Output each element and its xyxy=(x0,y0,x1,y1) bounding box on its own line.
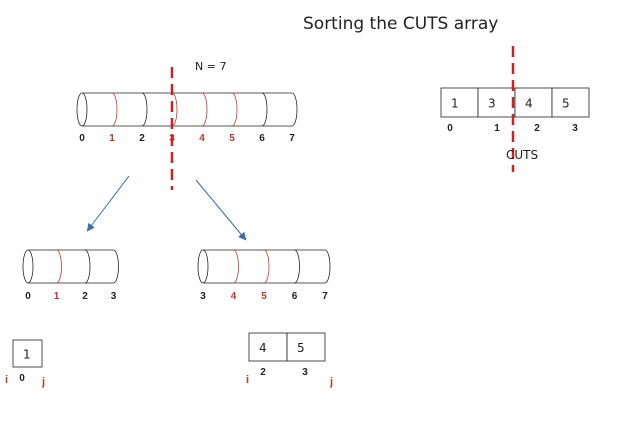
rod-segment-arc xyxy=(171,92,178,127)
array-index-label: 0 xyxy=(447,123,453,134)
rod-end-cap xyxy=(22,249,34,284)
rod-segment-arc xyxy=(141,92,148,127)
top-rod-indices: 01234567 xyxy=(79,133,295,144)
rod-segment-arc xyxy=(56,249,62,284)
right-rod xyxy=(197,249,331,284)
left-rod xyxy=(22,249,119,284)
array-index-label: 3 xyxy=(302,367,308,378)
arrow-right xyxy=(195,179,247,241)
array-cell xyxy=(477,87,516,118)
array-index-label: 1 xyxy=(494,123,500,134)
array-cell xyxy=(12,339,43,368)
array-cell-value: 1 xyxy=(451,97,459,111)
rod-index-label: 4 xyxy=(199,133,205,144)
right-rod-indices: 3 4 5 6 7 xyxy=(200,291,328,302)
array-cell-value: 5 xyxy=(297,341,305,355)
rod-segment-arc xyxy=(111,92,118,127)
page-title: Sorting the CUTS array xyxy=(303,14,498,34)
rod-segment-arc xyxy=(84,249,91,284)
array-cell xyxy=(440,87,479,118)
rod-index-label: 7 xyxy=(322,291,328,302)
rod-segment-arc xyxy=(263,249,270,284)
rod-end-cap xyxy=(197,249,209,284)
left-sub-array: 10 xyxy=(12,339,43,384)
n-label: N = 7 xyxy=(195,60,226,73)
rod-segment-arc xyxy=(324,249,331,284)
cuts-array: 1 3 4 5 0 1 2 3 xyxy=(440,87,590,134)
array-index-label: 2 xyxy=(260,367,266,378)
arrow-left xyxy=(86,175,130,232)
right-i-marker: i xyxy=(246,374,249,386)
array-cell xyxy=(286,332,326,362)
cuts-label: CUTS xyxy=(506,148,538,162)
top-rod xyxy=(76,92,298,127)
rod-index-label: 2 xyxy=(82,291,88,302)
rod-segment-arc xyxy=(291,92,298,127)
left-j-marker: j xyxy=(41,376,45,388)
right-j-marker: j xyxy=(329,376,333,388)
rod-segment-arc xyxy=(261,92,268,127)
rod-segment-arc xyxy=(113,249,119,284)
array-cell-value: 4 xyxy=(525,97,533,111)
rod-index-label: 3 xyxy=(200,291,206,302)
rod-index-label: 5 xyxy=(261,291,267,302)
array-cell-value: 4 xyxy=(259,341,267,355)
rod-end-cap xyxy=(76,92,88,127)
array-cell xyxy=(248,332,288,362)
rod-segment-arc xyxy=(201,92,208,127)
rod-index-label: 5 xyxy=(229,133,235,144)
array-index-label: 2 xyxy=(534,123,540,134)
rod-index-label: 0 xyxy=(25,291,31,302)
left-rod-indices: 0 1 2 3 xyxy=(25,291,117,302)
rod-index-label: 7 xyxy=(289,133,295,144)
rod-index-label: 0 xyxy=(79,133,85,144)
array-cell-value: 3 xyxy=(488,97,496,111)
rod-index-label: 3 xyxy=(111,291,117,302)
rod-segment-arc xyxy=(294,249,300,284)
array-cell xyxy=(514,87,553,118)
array-cell-value: 1 xyxy=(23,348,31,362)
rod-index-label: 4 xyxy=(231,291,237,302)
rod-segment-arc xyxy=(231,92,238,127)
rod-index-label: 6 xyxy=(259,133,265,144)
array-index-label: 0 xyxy=(19,373,25,384)
rod-index-label: 2 xyxy=(139,133,145,144)
array-index-label: 3 xyxy=(572,123,578,134)
array-cell xyxy=(551,87,590,118)
rod-index-label: 1 xyxy=(109,133,115,144)
rod-index-label: 6 xyxy=(292,291,298,302)
right-sub-array: 4 5 2 3 xyxy=(248,332,326,378)
rod-segment-arc xyxy=(233,249,239,284)
left-i-marker: i xyxy=(5,374,8,386)
array-cell-value: 5 xyxy=(562,97,570,111)
rod-index-label: 1 xyxy=(54,291,60,302)
